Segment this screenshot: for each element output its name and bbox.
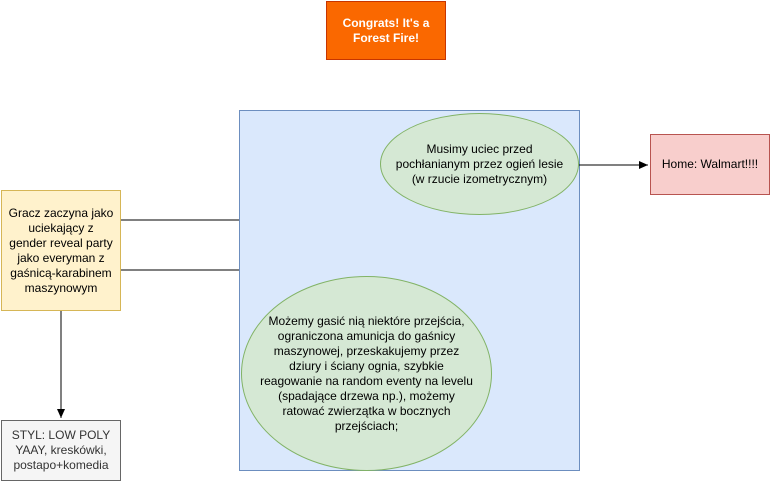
mechanics-text: Możemy gasić nią niektóre przejścia, ogr…: [260, 313, 473, 433]
home-box: Home: Walmart!!!!: [650, 134, 770, 195]
home-text: Home: Walmart!!!!: [661, 157, 759, 171]
start-box: Gracz zaczyna jako uciekający z gender r…: [1, 190, 121, 311]
start-text: Gracz zaczyna jako uciekający z gender r…: [8, 205, 114, 295]
escape-ellipse: Musimy uciec przed pochłanianym przez og…: [380, 113, 579, 215]
style-box: STYL: LOW POLY YAAY, kreskówki, postapo+…: [1, 420, 121, 481]
title-box: Congrats! It's a Forest Fire!: [326, 1, 446, 60]
mechanics-ellipse: Możemy gasić nią niektóre przejścia, ogr…: [241, 276, 492, 471]
style-text: STYL: LOW POLY YAAY, kreskówki, postapo+…: [11, 428, 111, 472]
title-text: Congrats! It's a Forest Fire!: [342, 15, 430, 45]
escape-text: Musimy uciec przed pochłanianym przez og…: [395, 141, 564, 186]
